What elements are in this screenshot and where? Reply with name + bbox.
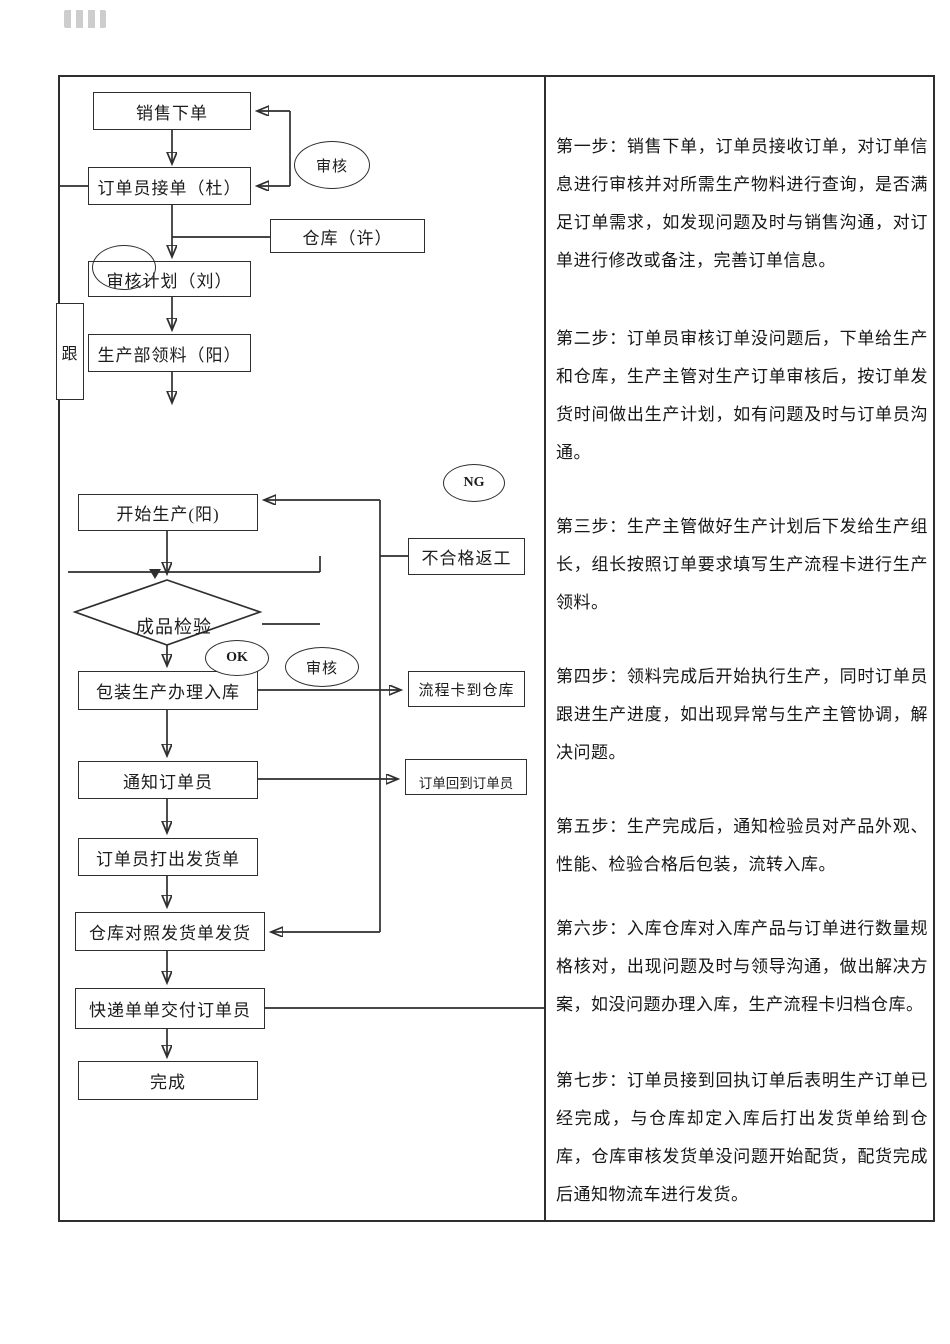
flow-node-start-production: 开始生产(阳) <box>78 494 258 531</box>
step-paragraph-4: 第四步：领料完成后开始执行生产，同时订单员跟进生产进度，如出现异常与生产主管协调… <box>556 667 928 762</box>
outer-frame <box>58 75 935 1222</box>
flow-node-print-invoice: 订单员打出发货单 <box>78 838 258 876</box>
flow-node-notify-clerk: 通知订单员 <box>78 761 258 799</box>
step-paragraph-6: 第六步：入库仓库对入库产品与订单进行数量规格核对，出现问题及时与领导沟通，做出解… <box>556 919 928 1014</box>
flow-node-express-note: 快递单单交付订单员 <box>75 988 265 1029</box>
scan-artifact <box>64 10 106 28</box>
step-paragraph-2: 第二步：订单员审核订单没问题后，下单给生产和仓库，生产主管对生产订单审核后，按订… <box>556 329 928 462</box>
step-paragraph-7: 第七步：订单员接到回执订单后表明生产订单已经完成，与仓库却定入库后打出发货单给到… <box>556 1071 928 1204</box>
flow-node-inspection-label: 成品检验 <box>136 617 212 637</box>
flow-node-order-back: 订单回到订单员 <box>405 759 527 795</box>
review-plan-ellipse <box>92 245 156 290</box>
flow-node-follow-tag: 跟 <box>56 303 84 400</box>
flow-node-rework: 不合格返工 <box>408 538 525 575</box>
ok-ellipse: OK <box>205 640 269 676</box>
ng-ellipse: NG <box>443 464 505 502</box>
flow-node-done: 完成 <box>78 1061 258 1100</box>
step-paragraph-3: 第三步：生产主管做好生产计划后下发给生产组长，组长按照订单要求填写生产流程卡进行… <box>556 517 928 612</box>
flow-node-warehouse-ship: 仓库对照发货单发货 <box>75 912 265 951</box>
flow-node-card-to-warehouse: 流程卡到仓库 <box>408 671 525 707</box>
flow-node-sales-order: 销售下单 <box>93 92 251 130</box>
review-ellipse-top: 审核 <box>294 141 370 189</box>
column-divider <box>544 75 546 1222</box>
review-ellipse-mid: 审核 <box>285 647 359 687</box>
flow-node-warehouse-xu: 仓库（许） <box>270 219 425 253</box>
flow-node-packing-inbound: 包装生产办理入库 <box>78 671 258 710</box>
step-paragraph-1: 第一步：销售下单，订单员接收订单，对订单信息进行审核并对所需生产物料进行查询，是… <box>556 137 928 270</box>
step-paragraph-5: 第五步：生产完成后，通知检验员对产品外观、性能、检验合格后包装，流转入库。 <box>556 817 928 874</box>
flow-node-order-receive: 订单员接单（杜） <box>88 167 251 205</box>
flow-node-material-pick: 生产部领料（阳） <box>88 334 251 372</box>
